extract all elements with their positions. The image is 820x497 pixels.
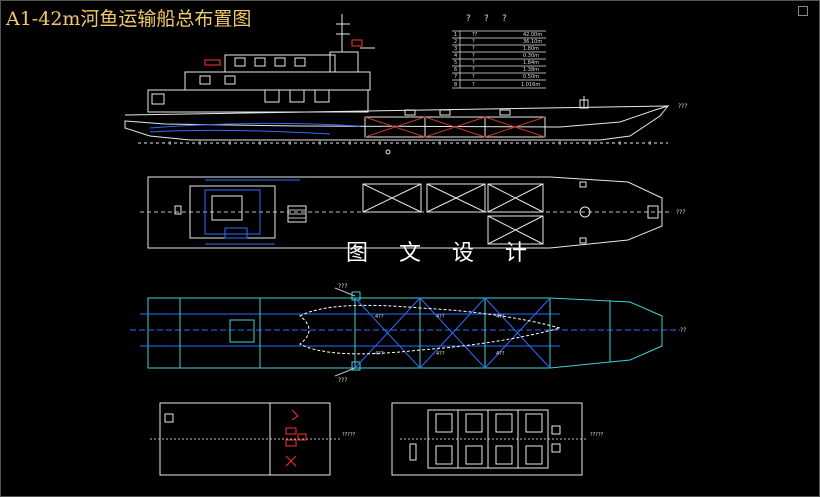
profile-deck-line <box>124 105 669 116</box>
drawing-title: A1-42m河鱼运输船总布置图 <box>6 8 252 30</box>
table-row-no: 7 <box>454 74 457 80</box>
table-row-no: 4 <box>454 53 457 59</box>
profile-house-lower <box>147 89 369 113</box>
deck-plan-view <box>140 176 670 249</box>
profile-wheelhouse <box>224 54 336 73</box>
table-row-no: 2 <box>454 39 457 45</box>
spec-table <box>452 30 546 89</box>
profile-bilge-curve <box>149 129 331 135</box>
lower-right-caption: ????? <box>590 432 604 438</box>
tank-labels: 4?? 4?? 4?? 4?? 4?? 4?? <box>375 314 505 357</box>
hold-top-tag: ??? <box>338 283 348 290</box>
table-header-2: ? <box>484 14 489 24</box>
tank-label: 4?? <box>375 314 384 320</box>
table-row-no: 8 <box>454 82 457 88</box>
table-row-no: 6 <box>454 67 457 73</box>
profile-frame-ticks <box>169 141 651 145</box>
tank-label: 4?? <box>436 351 445 357</box>
profile-right-label: ??? <box>678 103 688 110</box>
table-row-name: ? <box>472 46 475 52</box>
corner-mark <box>798 6 808 16</box>
hold-plan-view <box>130 287 680 377</box>
table-row-value: 0.30m <box>523 53 539 59</box>
table-row-value: 1.38m <box>523 67 539 73</box>
table-header-3: ? <box>502 14 507 24</box>
watermark-text: 图 文 设 计 <box>346 241 539 266</box>
table-header-1: ? <box>466 14 471 24</box>
profile-view <box>124 14 670 155</box>
table-row-value: 1.016m <box>521 82 540 88</box>
profile-hold-boxes <box>364 116 546 138</box>
deck-plan-hatches <box>362 183 544 245</box>
profile-windows <box>151 57 330 105</box>
profile-house-upper <box>184 71 371 91</box>
spec-table-rows: 1 ?? 42.00m 2 ? 36.10m 3 ? 1.80m 4 ? 0.3… <box>454 32 542 88</box>
lower-left-section <box>150 402 340 476</box>
table-row-name: ? <box>472 39 475 45</box>
table-row-value: 1.84m <box>523 60 539 66</box>
spec-table-headers: ? ? ? <box>466 14 507 24</box>
tank-label: 4?? <box>436 314 445 320</box>
tank-label: 4?? <box>375 351 384 357</box>
table-row-name: ? <box>472 60 475 66</box>
windlass <box>579 206 591 218</box>
deck-plan-right-label: ??? <box>676 209 686 216</box>
table-row-value: 0.50m <box>523 74 539 80</box>
table-row-no: 3 <box>454 46 457 52</box>
table-row-name: ? <box>472 67 475 73</box>
table-row-name: ? <box>472 82 475 88</box>
tank-label: 4?? <box>496 314 505 320</box>
tank-label: 4?? <box>496 351 505 357</box>
hold-plan-right-label: ?? <box>680 327 686 334</box>
hold-bottom-tag: ??? <box>338 377 348 384</box>
profile-hull <box>124 105 670 141</box>
table-row-no: 1 <box>454 32 457 38</box>
table-row-no: 5 <box>454 60 457 66</box>
table-row-name: ?? <box>472 32 478 38</box>
lower-left-caption: ????? <box>342 432 356 438</box>
table-row-name: ? <box>472 74 475 80</box>
fish-tank-outline <box>299 304 562 355</box>
table-row-value: 42.00m <box>523 32 542 38</box>
table-row-value: 1.80m <box>523 46 539 52</box>
deck-plan-outline <box>147 176 663 249</box>
table-row-name: ? <box>472 53 475 59</box>
hold-plan-outline <box>147 297 663 369</box>
lower-right-section <box>391 402 588 476</box>
table-row-value: 36.10m <box>523 39 542 45</box>
